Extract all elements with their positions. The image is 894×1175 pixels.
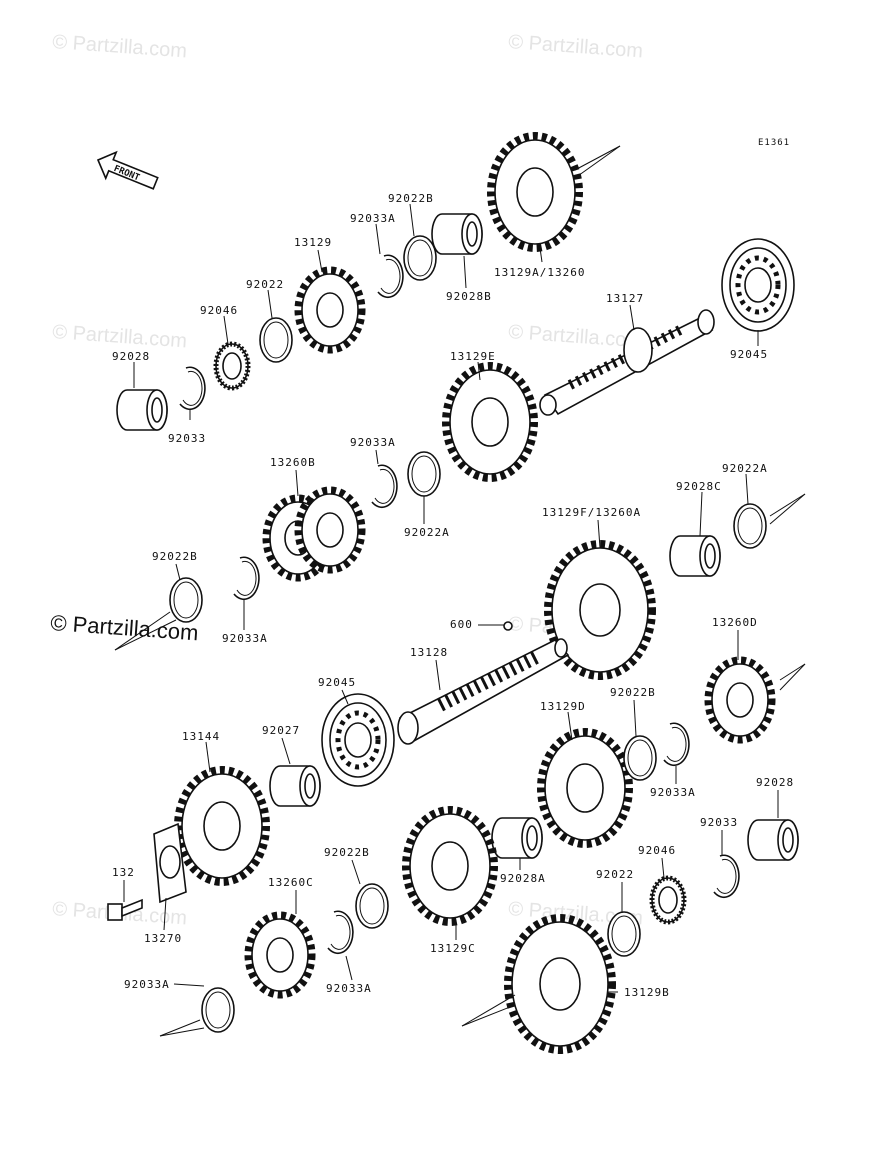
part-label: 92033A bbox=[124, 978, 170, 991]
gear-13260d bbox=[708, 660, 772, 740]
part-label: 92045 bbox=[318, 676, 356, 689]
part-label: 92045 bbox=[730, 348, 768, 361]
gear-13260c bbox=[248, 915, 312, 995]
watermark: © Partzilla.com bbox=[508, 31, 644, 62]
gear-13129c bbox=[406, 810, 494, 922]
washer-92022a bbox=[407, 451, 441, 497]
part-label: 13127 bbox=[606, 292, 644, 305]
circlip-92033 bbox=[713, 854, 740, 899]
part-label: 13129B bbox=[624, 986, 670, 999]
circlip-92033a bbox=[371, 464, 398, 509]
part-labels: 92028 92033 92046 92022 13129 92033A 920… bbox=[112, 192, 794, 999]
part-label: 13270 bbox=[144, 932, 182, 945]
circlip-92033 bbox=[179, 366, 206, 411]
diagram-code: E1361 bbox=[758, 138, 790, 148]
bushing-92028c bbox=[669, 535, 721, 577]
washer-92022b bbox=[355, 883, 389, 929]
part-label: 92022 bbox=[596, 868, 634, 881]
washer-92022a bbox=[733, 503, 767, 549]
part-label: 92022B bbox=[388, 192, 434, 205]
part-label: 92027 bbox=[262, 724, 300, 737]
part-label: 92033A bbox=[222, 632, 268, 645]
part-label: 600 bbox=[450, 618, 473, 631]
part-label: 13129 bbox=[294, 236, 332, 249]
needle-bearing-92046 bbox=[216, 344, 248, 388]
part-label: 92033A bbox=[350, 436, 396, 449]
watermark: © Partzilla.com bbox=[52, 31, 188, 62]
part-label: 92046 bbox=[638, 844, 676, 857]
bearing-92045 bbox=[322, 694, 394, 786]
part-label: 92033 bbox=[168, 432, 206, 445]
watermark: © Partzilla.com bbox=[508, 321, 644, 352]
part-label: 92022B bbox=[610, 686, 656, 699]
gear-13129d bbox=[541, 732, 629, 844]
pin-600 bbox=[503, 621, 513, 631]
part-label: 132 bbox=[112, 866, 135, 879]
part-label: 92028B bbox=[446, 290, 492, 303]
part-label: 13129C bbox=[430, 942, 476, 955]
part-label: 92022A bbox=[722, 462, 768, 475]
gear-13129b bbox=[508, 918, 612, 1050]
part-label: 92033A bbox=[350, 212, 396, 225]
part-label: 92033A bbox=[650, 786, 696, 799]
sprocket-13144 bbox=[178, 770, 266, 882]
leader-lines bbox=[123, 203, 779, 993]
bushing-92028b bbox=[431, 213, 483, 255]
part-label: 92022B bbox=[152, 550, 198, 563]
part-label: 92033A bbox=[326, 982, 372, 995]
circlip-92033a bbox=[233, 556, 260, 601]
part-label: 92028 bbox=[112, 350, 150, 363]
shaft-13128 bbox=[397, 621, 570, 745]
circlip-92033a bbox=[327, 910, 354, 955]
part-label: 13129A/13260 bbox=[494, 266, 585, 279]
bushing-92028 bbox=[116, 389, 168, 431]
part-label: 92028C bbox=[676, 480, 722, 493]
washer-92033a bbox=[201, 987, 235, 1033]
circlip-92033a bbox=[377, 254, 404, 299]
collar-92027 bbox=[269, 765, 321, 807]
part-label: 13260D bbox=[712, 616, 758, 629]
watermark: © Partzilla.com bbox=[52, 321, 188, 352]
part-label: 13260B bbox=[270, 456, 316, 469]
part-label: 13129D bbox=[540, 700, 586, 713]
needle-bearing-92046 bbox=[652, 878, 684, 922]
gear-13129a bbox=[491, 136, 579, 248]
part-label: 13129E bbox=[450, 350, 496, 363]
washer-92022b bbox=[169, 577, 203, 623]
part-label: 92022 bbox=[246, 278, 284, 291]
circlip-92033a bbox=[663, 722, 690, 767]
part-label: 13129F/13260A bbox=[542, 506, 641, 519]
part-label: 92046 bbox=[200, 304, 238, 317]
washer-92022 bbox=[607, 911, 641, 957]
part-label: 92022A bbox=[404, 526, 450, 539]
shaft-13127 bbox=[539, 309, 715, 416]
bushing-92028 bbox=[747, 819, 799, 861]
part-label: 13144 bbox=[182, 730, 220, 743]
lower-shaft-parts bbox=[107, 493, 806, 1050]
bearing-92045 bbox=[722, 239, 794, 331]
washer-92022b bbox=[403, 235, 437, 281]
bushing-92028a bbox=[491, 817, 543, 859]
part-label: 92033 bbox=[700, 816, 738, 829]
bolt-132 bbox=[107, 898, 143, 921]
front-arrow-icon: FRONT bbox=[96, 150, 159, 190]
gear-13129 bbox=[298, 270, 362, 350]
washer-92022b bbox=[623, 735, 657, 781]
upper-shaft-parts bbox=[116, 136, 794, 578]
part-label: 92028A bbox=[500, 872, 546, 885]
washer-92022 bbox=[259, 317, 293, 363]
lock-plate-13270 bbox=[153, 822, 187, 904]
part-label: 13128 bbox=[410, 646, 448, 659]
part-label: 92028 bbox=[756, 776, 794, 789]
part-label: 13260C bbox=[268, 876, 314, 889]
gear-13129e bbox=[446, 366, 534, 478]
part-label: 92022B bbox=[324, 846, 370, 859]
